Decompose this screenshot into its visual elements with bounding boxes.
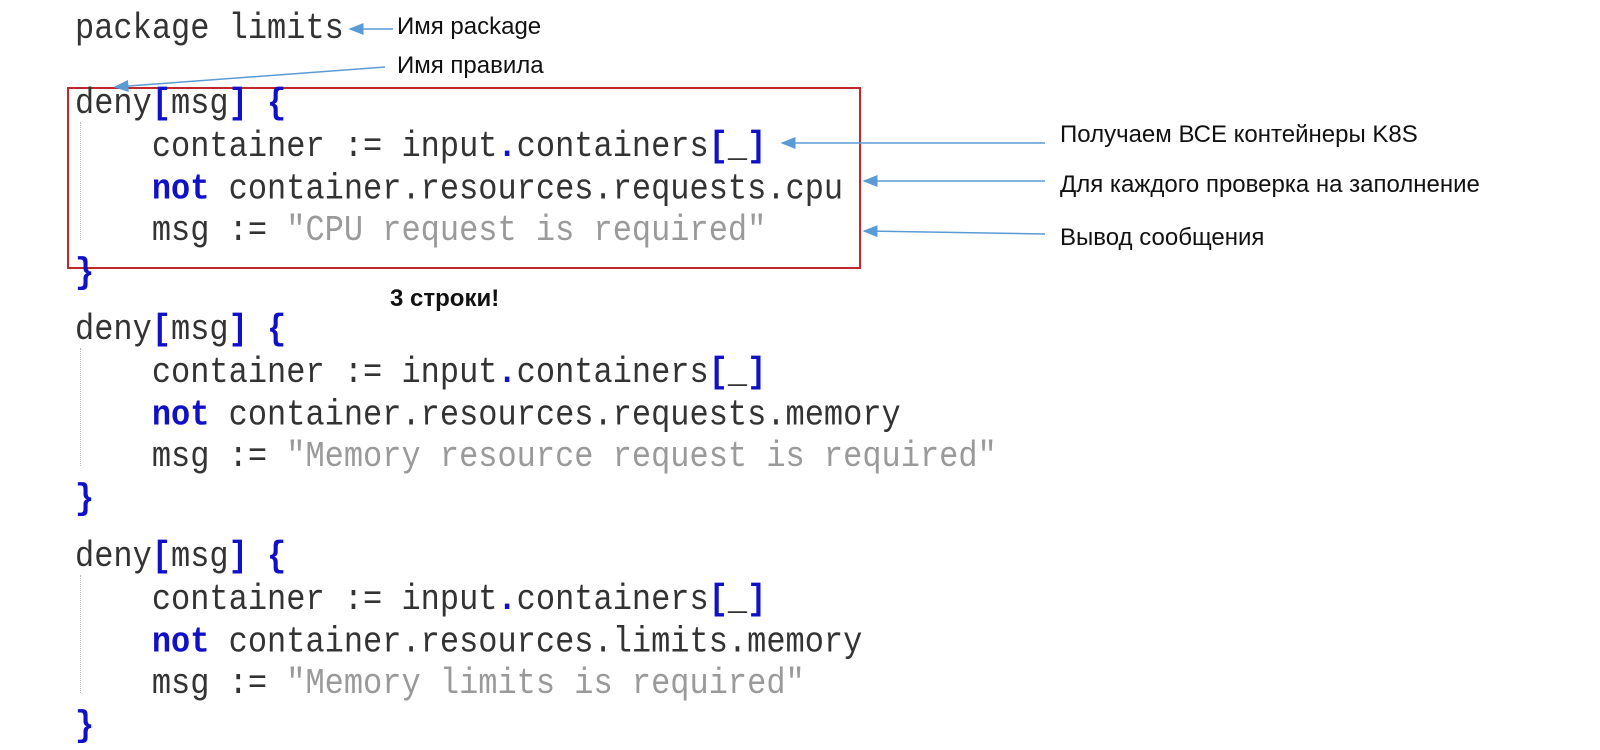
- annotation-output-message: Вывод сообщения: [1060, 224, 1265, 251]
- code-text: _: [727, 125, 748, 167]
- code-text: msg :=: [151, 662, 287, 705]
- keyword-not: not: [151, 620, 210, 663]
- code-text: _: [727, 578, 748, 620]
- code-text: msg :=: [151, 209, 287, 252]
- code-line: not container.resources.requests.memory: [75, 394, 997, 436]
- annotation-check-each: Для каждого проверка на заполнение: [1060, 171, 1480, 198]
- code-text: _: [727, 351, 748, 393]
- code-line: container := input.containers[_]: [75, 578, 862, 620]
- rule-head: deny[msg] {: [75, 83, 843, 125]
- rule-name: deny: [75, 536, 152, 578]
- code-line: msg := "CPU request is required": [75, 210, 843, 252]
- rule-block: deny[msg] { container := input.container…: [75, 309, 997, 521]
- bracket: [: [708, 578, 728, 620]
- brace-open: {: [267, 309, 287, 351]
- dot: .: [497, 125, 517, 167]
- bracket: ]: [747, 578, 767, 620]
- rule-name: deny: [75, 83, 152, 125]
- indent-guide: [80, 348, 81, 466]
- annotation-three-lines: 3 строки!: [390, 285, 500, 312]
- string-literal: "CPU request is required": [286, 209, 767, 252]
- arrow-rule-name: [113, 66, 386, 92]
- package-declaration: package limits: [75, 8, 344, 50]
- bracket: ]: [747, 351, 767, 393]
- code-text: containers: [516, 578, 709, 620]
- code-line: container := input.containers[_]: [75, 351, 997, 393]
- code-line: not container.resources.requests.cpu: [75, 168, 843, 210]
- bracket: ]: [228, 536, 248, 578]
- annotation-get-containers: Получаем ВСЕ контейнеры K8S: [1060, 121, 1418, 148]
- indent-guide: [80, 122, 81, 240]
- code-line: }: [75, 478, 997, 520]
- brace-open: {: [267, 83, 287, 125]
- bracket: [: [151, 83, 172, 125]
- brace-close: }: [75, 478, 95, 520]
- code-line: msg := "Memory limits is required": [75, 663, 862, 705]
- code-text: containers: [516, 125, 709, 167]
- code-line: }: [75, 705, 862, 747]
- code-text: container.resources.requests.cpu: [209, 167, 844, 210]
- rule-var: msg: [171, 83, 229, 125]
- arrow-output-message: [862, 225, 1046, 238]
- code-line: not container.resources.limits.memory: [75, 620, 863, 663]
- keyword-not: not: [151, 167, 210, 210]
- bracket: [: [708, 351, 728, 393]
- code-text: container := input: [151, 125, 498, 167]
- rule-head: deny[msg] {: [75, 309, 997, 351]
- bracket: ]: [747, 125, 767, 167]
- dot: .: [497, 578, 517, 620]
- code-text: container.resources.limits.memory: [209, 620, 863, 663]
- bracket: ]: [228, 309, 248, 351]
- bracket: [: [708, 125, 728, 167]
- brace-open: {: [267, 536, 287, 578]
- annotation-rule-name: Имя правила: [397, 52, 544, 79]
- code-text: msg :=: [151, 435, 287, 478]
- string-literal: "Memory limits is required": [286, 662, 805, 705]
- brace-close: }: [75, 705, 95, 747]
- rule-var: msg: [171, 309, 229, 351]
- rule-head: deny[msg] {: [75, 536, 862, 578]
- rule-block: deny[msg] { container := input.container…: [75, 536, 862, 748]
- code-line: container := input.containers[_]: [75, 125, 843, 167]
- annotation-package-name: Имя package: [397, 13, 542, 40]
- bracket: [: [151, 536, 172, 578]
- dot: .: [497, 351, 517, 393]
- bracket: [: [151, 309, 172, 351]
- indent-guide: [80, 575, 81, 693]
- bracket: ]: [228, 83, 248, 125]
- highlight-box: [67, 87, 861, 269]
- code-line: }: [75, 252, 843, 294]
- code-text: containers: [516, 351, 709, 393]
- code-text: container.resources.requests.memory: [209, 393, 901, 436]
- keyword-not: not: [151, 393, 210, 436]
- rule-name: deny: [75, 309, 152, 351]
- brace-close: }: [75, 252, 95, 294]
- code-text: container := input: [151, 351, 498, 393]
- string-literal: "Memory resource request is required": [286, 435, 997, 478]
- code-text: container := input: [151, 578, 498, 620]
- rule-block: deny[msg] { container := input.container…: [75, 83, 843, 295]
- rule-var: msg: [171, 536, 229, 578]
- code-line: msg := "Memory resource request is requi…: [75, 436, 997, 478]
